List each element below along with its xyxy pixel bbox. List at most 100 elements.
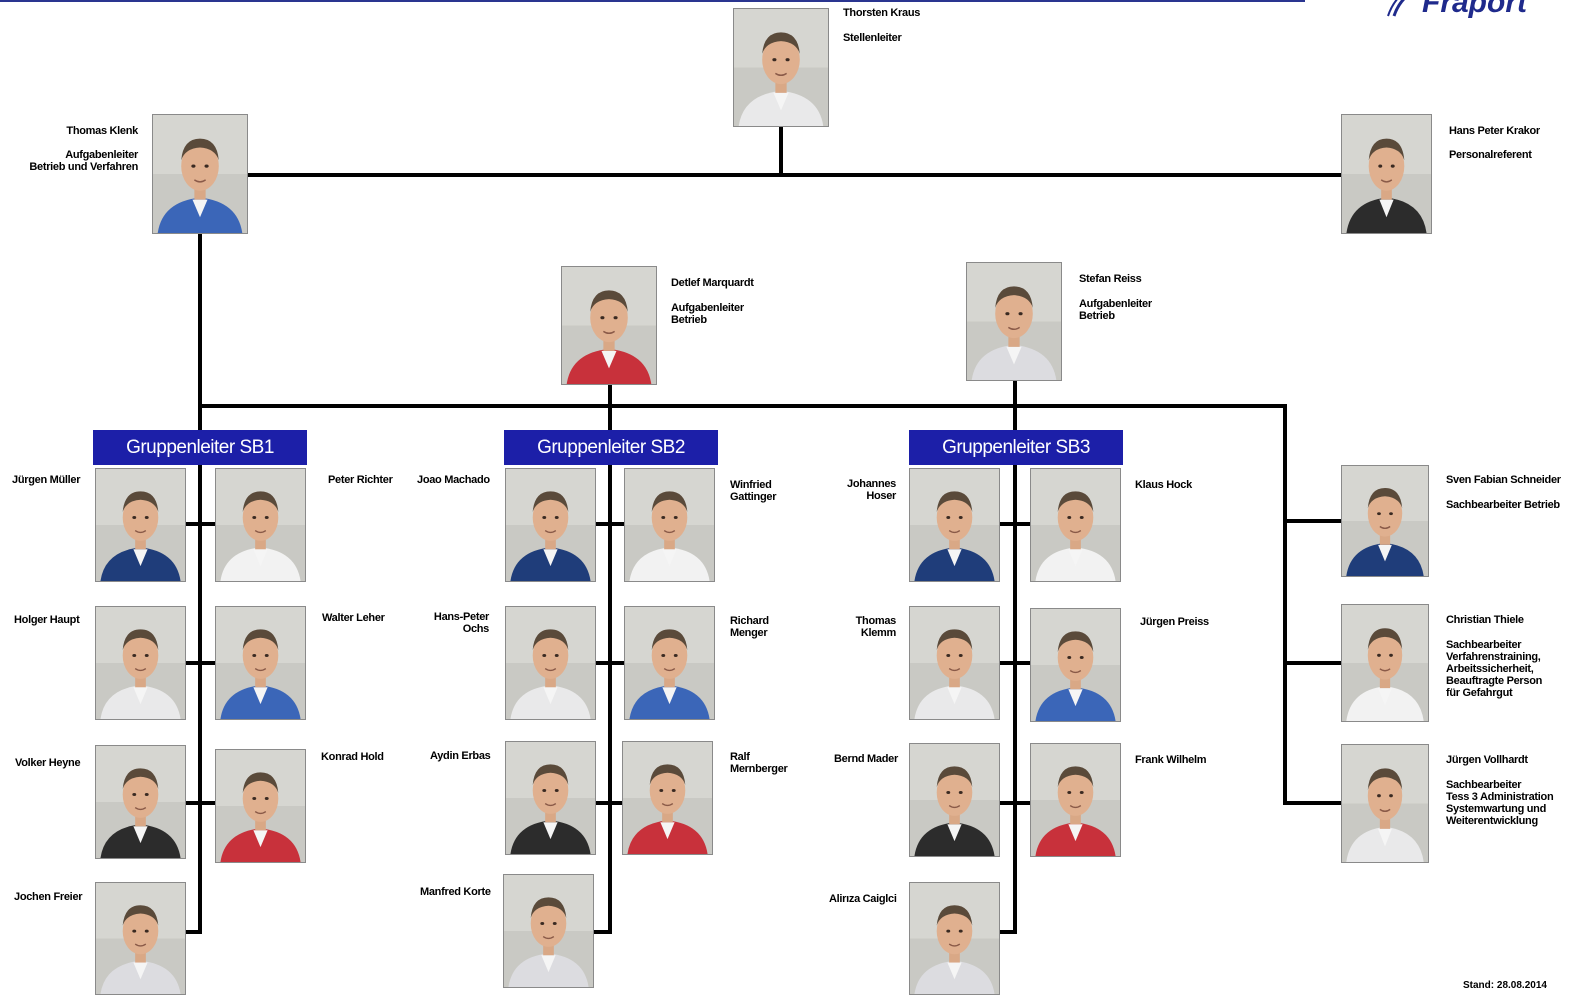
name-caiglci: Alirıza Caiglci <box>829 893 897 905</box>
portrait-icon <box>1342 466 1428 576</box>
name-korte: Manfred Korte <box>420 886 491 898</box>
photo-mueller <box>95 468 186 582</box>
photo-leher <box>215 606 306 720</box>
portrait-icon <box>216 469 305 581</box>
photo-wilhelm <box>1030 743 1121 857</box>
photo-schneider <box>1341 465 1429 577</box>
name-freier: Jochen Freier <box>14 891 83 903</box>
photo-heyne <box>95 745 186 859</box>
name-hoser: Johannes Hoser <box>847 478 896 502</box>
role-kraus: Stellenleiter <box>843 32 902 44</box>
photo-hold <box>215 749 306 863</box>
photo-gattinger <box>624 468 715 582</box>
portrait-icon <box>96 883 185 994</box>
portrait-icon <box>506 469 595 581</box>
portrait-icon <box>504 875 593 987</box>
name-klemm: Thomas Klemm <box>855 615 897 639</box>
portrait-icon <box>153 115 247 233</box>
name-krakor: Hans Peter Krakor <box>1449 125 1540 137</box>
role-klenk: Aufgabenleiter Betrieb und Verfahren <box>29 149 138 173</box>
portrait-icon <box>967 263 1061 380</box>
photo-marquardt <box>561 266 657 385</box>
role-vollhardt: Sachbearbeiter Tess 3 Administration Sys… <box>1446 779 1554 827</box>
fraport-logo: Fraport <box>1386 0 1576 18</box>
photo-haupt <box>95 606 186 720</box>
name-klenk: Thomas Klenk <box>66 125 138 137</box>
portrait-icon <box>216 750 305 862</box>
name-thiele: Christian Thiele <box>1446 614 1524 626</box>
name-preiss: Jürgen Preiss <box>1140 616 1209 628</box>
portrait-icon <box>734 9 828 126</box>
group-header-sb3: Gruppenleiter SB3 <box>909 430 1123 465</box>
role-schneider: Sachbearbeiter Betrieb <box>1446 499 1560 511</box>
name-machado: Joao Machado <box>417 474 490 486</box>
name-ochs: Hans-Peter Ochs <box>433 611 489 635</box>
portrait-icon <box>623 742 712 854</box>
portrait-icon <box>216 607 305 719</box>
name-mueller: Jürgen Müller <box>12 474 81 486</box>
photo-freier <box>95 882 186 995</box>
role-reiss: Aufgabenleiter Betrieb <box>1079 298 1152 322</box>
portrait-icon <box>506 742 595 854</box>
photo-richter <box>215 468 306 582</box>
name-wilhelm: Frank Wilhelm <box>1135 754 1207 766</box>
group-header-sb2: Gruppenleiter SB2 <box>504 430 718 465</box>
photo-mernberger <box>622 741 713 855</box>
portrait-icon <box>1342 745 1428 862</box>
portrait-icon <box>910 744 999 856</box>
photo-ochs <box>505 606 596 720</box>
portrait-icon <box>506 607 595 719</box>
name-leher: Walter Leher <box>322 612 385 624</box>
portrait-icon <box>96 469 185 581</box>
logo-text: Fraport <box>1422 0 1527 19</box>
photo-machado <box>505 468 596 582</box>
photo-kraus <box>733 8 829 127</box>
portrait-icon <box>625 469 714 581</box>
name-hold: Konrad Hold <box>321 751 384 763</box>
photo-krakor <box>1341 114 1432 234</box>
name-mernberger: Ralf Mernberger <box>730 751 788 775</box>
name-heyne: Volker Heyne <box>15 757 81 769</box>
portrait-icon <box>1031 744 1120 856</box>
name-menger: Richard Menger <box>730 615 769 639</box>
group-header-sb1: Gruppenleiter SB1 <box>93 430 307 465</box>
name-marquardt: Detlef Marquardt <box>671 277 754 289</box>
photo-thiele <box>1341 604 1429 722</box>
portrait-icon <box>96 607 185 719</box>
name-erbas: Aydin Erbas <box>430 750 491 762</box>
portrait-icon <box>1342 115 1431 233</box>
photo-klenk <box>152 114 248 234</box>
photo-korte <box>503 874 594 988</box>
name-vollhardt: Jürgen Vollhardt <box>1446 754 1528 766</box>
portrait-icon <box>910 607 999 719</box>
photo-hock <box>1030 468 1121 582</box>
portrait-icon <box>910 883 999 994</box>
stand-date: Stand: 28.08.2014 <box>1463 980 1547 991</box>
name-mader: Bernd Mader <box>834 753 898 765</box>
photo-preiss <box>1030 608 1121 722</box>
photo-mader <box>909 743 1000 857</box>
name-richter: Peter Richter <box>328 474 393 486</box>
portrait-icon <box>96 746 185 858</box>
name-reiss: Stefan Reiss <box>1079 273 1142 285</box>
portrait-icon <box>1342 605 1428 721</box>
role-thiele: Sachbearbeiter Verfahrenstraining, Arbei… <box>1446 639 1543 699</box>
photo-erbas <box>505 741 596 855</box>
photo-caiglci <box>909 882 1000 995</box>
portrait-icon <box>910 469 999 581</box>
name-kraus: Thorsten Kraus <box>843 7 921 19</box>
name-haupt: Holger Haupt <box>14 614 80 626</box>
photo-klemm <box>909 606 1000 720</box>
name-gattinger: Winfried Gattinger <box>730 479 777 503</box>
photo-vollhardt <box>1341 744 1429 863</box>
portrait-icon <box>562 267 656 384</box>
portrait-icon <box>625 607 714 719</box>
portrait-icon <box>1031 609 1120 721</box>
name-hock: Klaus Hock <box>1135 479 1192 491</box>
photo-reiss <box>966 262 1062 381</box>
role-krakor: Personalreferent <box>1449 149 1532 161</box>
portrait-icon <box>1031 469 1120 581</box>
logo-mark-icon <box>1387 0 1406 17</box>
header-rule <box>0 0 1305 2</box>
